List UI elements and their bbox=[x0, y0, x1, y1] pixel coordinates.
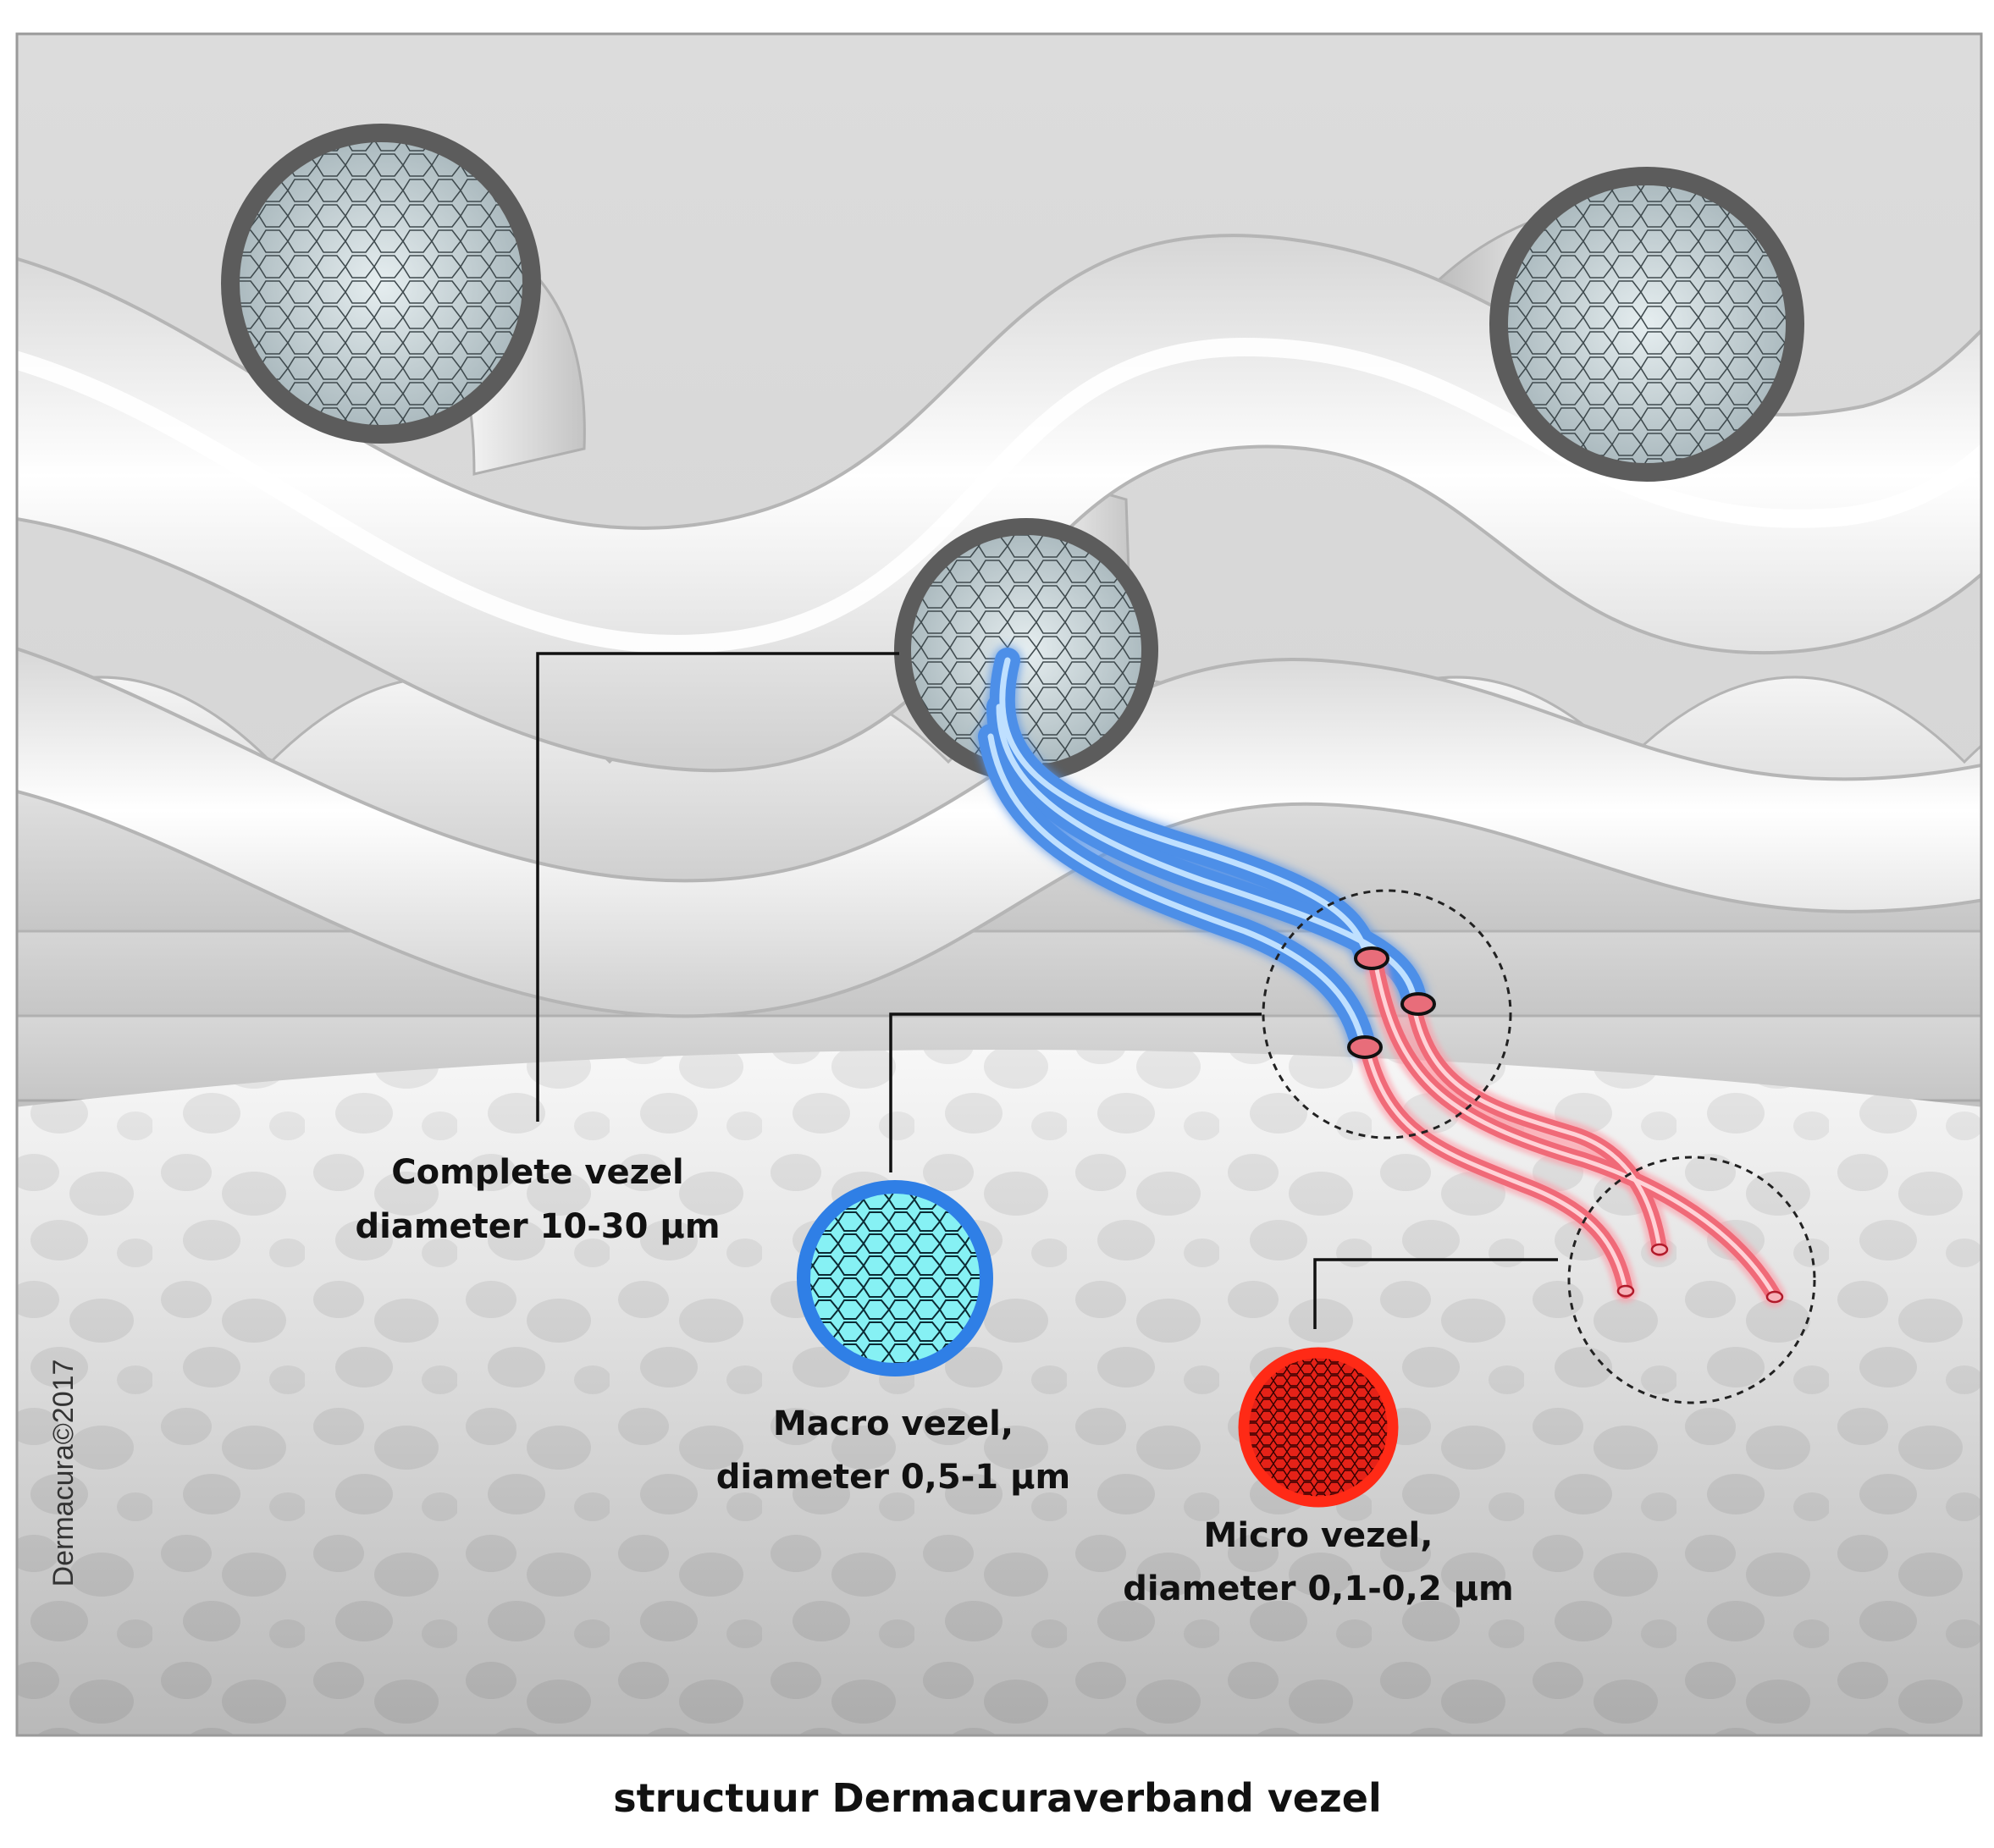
figure-caption: structuur Dermacuraverband vezel bbox=[613, 1775, 1382, 1821]
micro-fiber-label-line2: diameter 0,1-0,2 µm bbox=[1123, 1569, 1513, 1608]
macro-fiber-ends bbox=[1347, 946, 1436, 1059]
complete-fiber-label-line1: Complete vezel bbox=[391, 1153, 684, 1192]
copyright-text: Dermacura©2017 bbox=[47, 1360, 80, 1587]
leader-line-complete bbox=[536, 652, 899, 1122]
complete-fiber-cross-section-right bbox=[1489, 167, 1804, 482]
micro-fiber-label-line1: Micro vezel, bbox=[1204, 1516, 1433, 1555]
micro-fiber-cross-section bbox=[1238, 1347, 1399, 1508]
macro-zoom-circle bbox=[1262, 889, 1512, 1139]
micro-zoom-circle bbox=[1567, 1156, 1816, 1404]
macro-fiber-label-line1: Macro vezel, bbox=[773, 1404, 1014, 1443]
complete-fiber-cross-section-left bbox=[221, 124, 541, 444]
leader-lines bbox=[536, 652, 1558, 1329]
wavy-ribbon-fiber bbox=[17, 234, 1981, 773]
leader-line-micro bbox=[1313, 1258, 1558, 1329]
leader-line-macro bbox=[889, 1012, 1262, 1172]
complete-fiber-label-line2: diameter 10-30 µm bbox=[355, 1207, 720, 1246]
micro-fiber-ends bbox=[1616, 1243, 1784, 1304]
macro-fiber-cross-section bbox=[797, 1180, 993, 1376]
panel-border bbox=[15, 32, 1983, 1737]
lower-ribbon-fiber bbox=[17, 647, 1981, 1018]
macro-fiber-label-line2: diameter 0,5-1 µm bbox=[716, 1458, 1070, 1497]
complete-fiber-cross-section-center bbox=[894, 518, 1158, 782]
micro-fiber-strands bbox=[1356, 953, 1786, 1307]
